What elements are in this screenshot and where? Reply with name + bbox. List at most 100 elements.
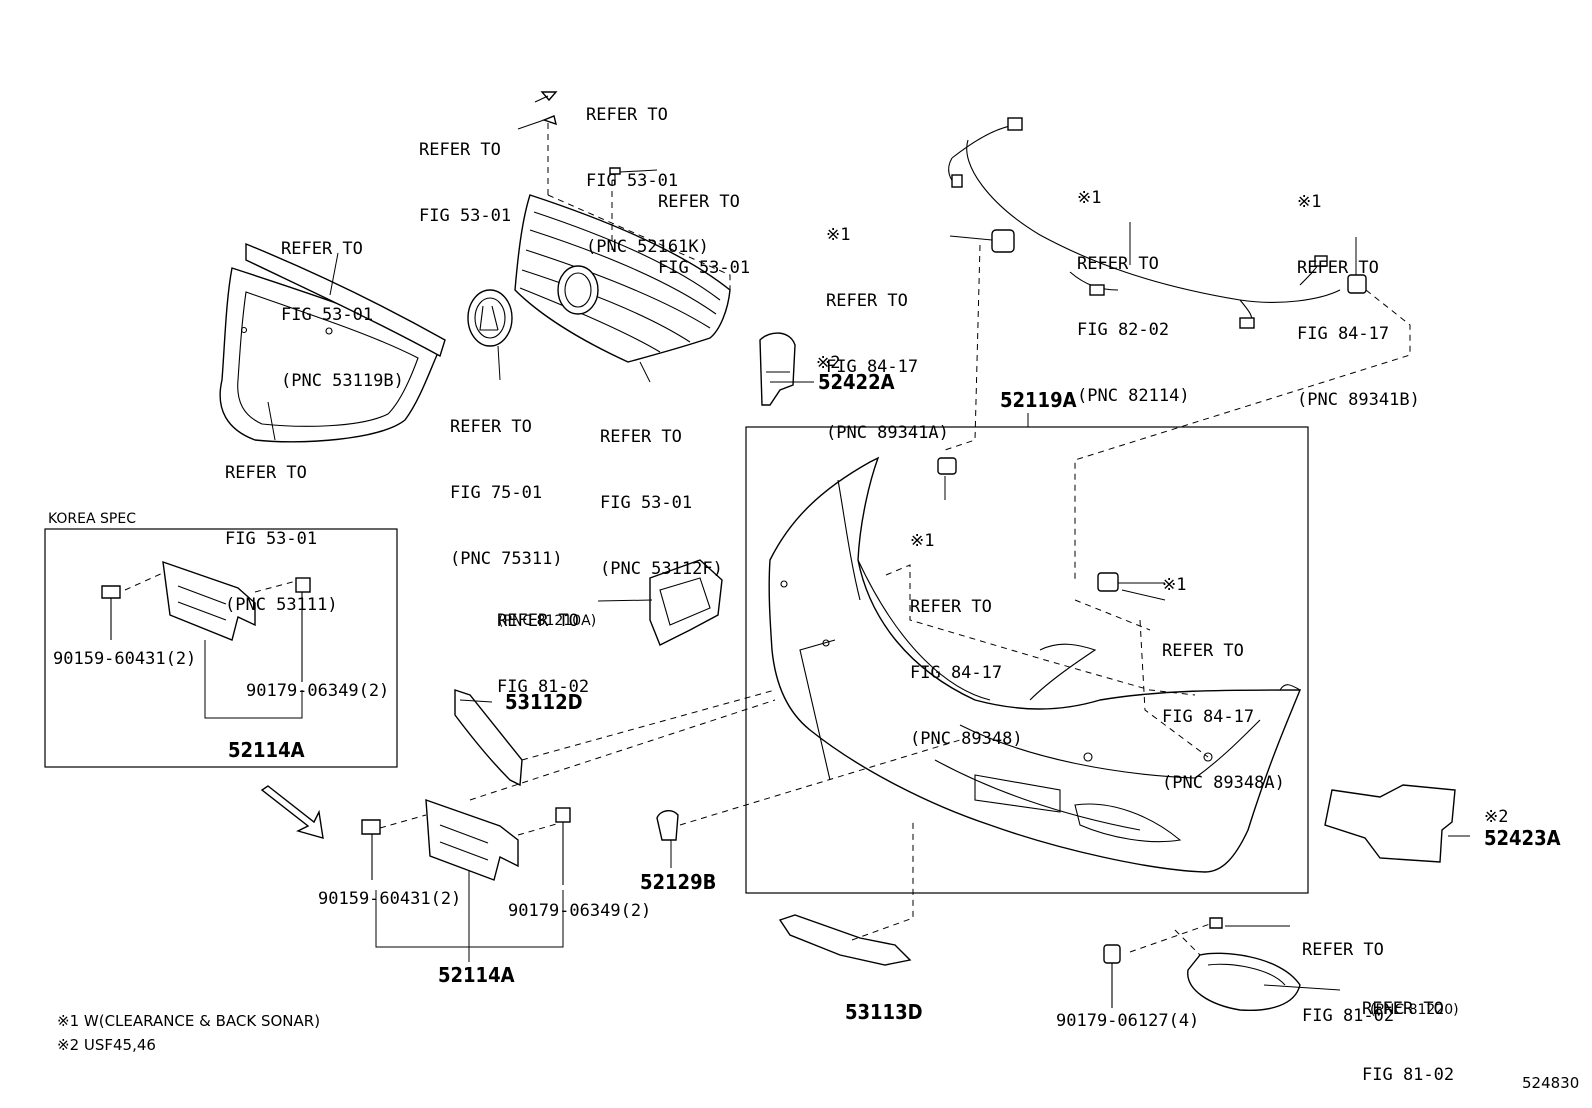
ref-line: FIG 84-17 bbox=[1162, 707, 1255, 727]
ref-75311: REFER TO FIG 75-01 (PNC 75311) bbox=[450, 372, 563, 592]
part-nut: 90179-06349(2) bbox=[508, 901, 652, 921]
part-52129b: 52129B bbox=[640, 870, 717, 894]
ref-line: FIG 84-17 bbox=[910, 663, 1003, 683]
ref-line: FIG 53-01 bbox=[600, 493, 693, 513]
grille-screws-drawing bbox=[540, 91, 621, 184]
lower-trim-53113d-drawing bbox=[778, 820, 914, 966]
ref-89348: ※1 REFER TO FIG 84-17 (PNC 89348) bbox=[910, 486, 1023, 772]
ref-line: ※1 bbox=[1162, 575, 1187, 595]
note-2: ※2 USF45,46 bbox=[57, 1036, 156, 1054]
ref-line: FIG 75-01 bbox=[450, 483, 543, 503]
part-52423a: 52423A bbox=[1484, 826, 1561, 850]
ref-81220: REFER TO FIG 81-02 bbox=[1362, 954, 1454, 1108]
ref-line: FIG 81-02 bbox=[1302, 1006, 1395, 1026]
ref-line: ※1 bbox=[910, 531, 935, 551]
bumper-sensors-drawing bbox=[937, 457, 1119, 592]
ref-line: (PNC 53112F) bbox=[600, 559, 723, 579]
bumper-assembly-box bbox=[745, 426, 1309, 894]
ref-line: REFER TO bbox=[826, 291, 908, 311]
ref-89341a: ※1 REFER TO FIG 84-17 (PNC 89341A) bbox=[826, 180, 949, 466]
ref-line: REFER TO bbox=[1297, 258, 1379, 278]
part-52423a-mark: ※2 bbox=[1484, 807, 1509, 827]
ref-82114: ※1 REFER TO FIG 82-02 (PNC 82114) bbox=[1077, 143, 1190, 429]
ref-line: REFER TO bbox=[1077, 254, 1159, 274]
ref-89348a: ※1 REFER TO FIG 84-17 (PNC 89348A) bbox=[1162, 530, 1285, 816]
ref-line: FIG 84-17 bbox=[826, 357, 919, 377]
ref-81210a: REFER TO FIG 81-02 bbox=[497, 566, 589, 720]
ref-line: REFER TO bbox=[1302, 940, 1384, 960]
ref-line: ※1 bbox=[1077, 188, 1102, 208]
part-nut-korea: 90179-06349(2) bbox=[246, 681, 390, 701]
ref-line: FIG 53-01 bbox=[225, 529, 318, 549]
ref-81220-pnc: (PNC 81220) bbox=[1370, 1002, 1459, 1018]
ref-line: REFER TO bbox=[450, 417, 532, 437]
leader-lines bbox=[204, 95, 1470, 991]
ref-line: (PNC 82114) bbox=[1077, 386, 1190, 406]
air-duct-drawing bbox=[649, 559, 723, 646]
pad-52423a-drawing bbox=[1324, 784, 1456, 863]
fog-lamp-drawing bbox=[1103, 917, 1301, 1012]
front-bumper-cover-drawing bbox=[768, 456, 1302, 873]
part-52114a-korea: 52114A bbox=[228, 738, 305, 762]
ref-fig5301-bolt: REFER TO FIG 53-01 bbox=[658, 147, 750, 301]
part-52422a-mark: ※2 bbox=[816, 353, 841, 373]
radiator-grille-drawing bbox=[514, 120, 731, 363]
ref-line: FIG 53-01 bbox=[281, 305, 374, 325]
fasteners-drawing bbox=[101, 577, 571, 885]
note-1: ※1 W(CLEARANCE & BACK SONAR) bbox=[57, 1012, 321, 1030]
ref-line: FIG 81-02 bbox=[497, 677, 590, 697]
ref-line: (PNC 89348) bbox=[910, 729, 1023, 749]
ref-line: REFER TO bbox=[910, 597, 992, 617]
ref-line: FIG 53-01 bbox=[419, 206, 512, 226]
emblem-drawing bbox=[467, 289, 513, 347]
ref-line: REFER TO bbox=[1162, 641, 1244, 661]
part-52114a: 52114A bbox=[438, 963, 515, 987]
part-bolt-korea: 90159-60431(2) bbox=[53, 649, 197, 669]
part-53112d: 53112D bbox=[505, 690, 583, 714]
ref-line: REFER TO bbox=[497, 611, 579, 631]
ref-81210a-pnc: (PNC 81210A) bbox=[498, 613, 597, 629]
ref-line: FIG 53-01 bbox=[658, 258, 751, 278]
ref-53111: REFER TO FIG 53-01 (PNC 53111) bbox=[225, 418, 338, 638]
grille-surround-drawing bbox=[219, 242, 446, 443]
korea-spec-title: KOREA SPEC bbox=[48, 511, 136, 527]
ref-line: FIG 81-02 bbox=[1362, 1065, 1455, 1085]
ref-fig8102: REFER TO FIG 81-02 bbox=[1302, 895, 1394, 1049]
ref-line: (PNC 75311) bbox=[450, 549, 563, 569]
cap-52129b-drawing bbox=[656, 739, 961, 841]
sonar-harness-drawing bbox=[944, 117, 1411, 580]
korea-spec-box bbox=[44, 528, 398, 768]
part-52422a: 52422A bbox=[818, 370, 895, 394]
ref-52161k: REFER TO FIG 53-01 (PNC 52161K) bbox=[586, 60, 709, 280]
ref-fig5301-screw: REFER TO FIG 53-01 bbox=[419, 95, 511, 249]
ref-line: (PNC 89341B) bbox=[1297, 390, 1420, 410]
bracket-52422a-drawing bbox=[759, 332, 796, 406]
ref-line: (PNC 53119B) bbox=[281, 371, 404, 391]
ref-line: REFER TO bbox=[658, 192, 740, 212]
ref-53112f: REFER TO FIG 53-01 (PNC 53112F) bbox=[600, 382, 723, 602]
ref-line: REFER TO bbox=[1362, 999, 1444, 1019]
part-53113d: 53113D bbox=[845, 1000, 923, 1024]
figure-number: 524830 bbox=[1522, 1074, 1580, 1092]
part-clip: 90179-06127(4) bbox=[1056, 1011, 1200, 1031]
ref-line: REFER TO bbox=[281, 239, 363, 259]
ref-line: FIG 84-17 bbox=[1297, 324, 1390, 344]
ref-line: (PNC 89341A) bbox=[826, 423, 949, 443]
ref-line: FIG 53-01 bbox=[586, 171, 679, 191]
ref-line: (PNC 89348A) bbox=[1162, 773, 1285, 793]
ref-line: REFER TO bbox=[586, 105, 668, 125]
ref-line: REFER TO bbox=[600, 427, 682, 447]
ref-53119b: REFER TO FIG 53-01 (PNC 53119B) bbox=[281, 194, 404, 414]
ref-line: FIG 82-02 bbox=[1077, 320, 1170, 340]
part-52119a: 52119A bbox=[1000, 388, 1077, 412]
part-bolt: 90159-60431(2) bbox=[318, 889, 462, 909]
license-plate-bracket-drawing bbox=[124, 560, 776, 881]
ref-line: (PNC 53111) bbox=[225, 595, 338, 615]
ref-line: REFER TO bbox=[225, 463, 307, 483]
ref-line: (PNC 52161K) bbox=[586, 237, 709, 257]
korea-arrow-drawing bbox=[260, 785, 324, 839]
ref-line: ※1 bbox=[1297, 192, 1322, 212]
grille-support-53112d-drawing bbox=[454, 689, 776, 787]
ref-89341b: ※1 REFER TO FIG 84-17 (PNC 89341B) bbox=[1297, 147, 1420, 433]
